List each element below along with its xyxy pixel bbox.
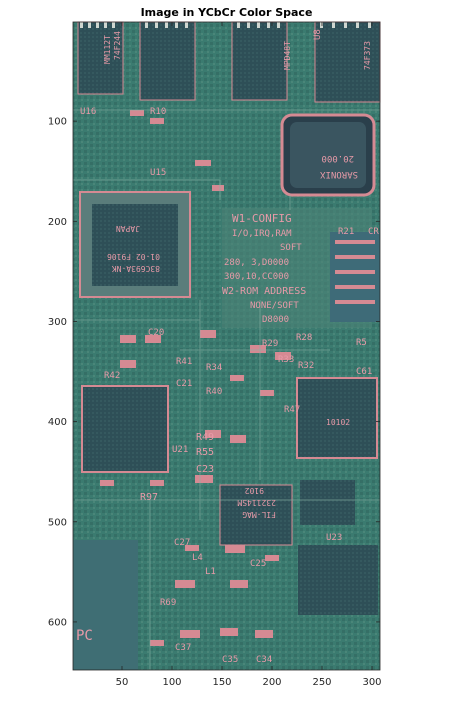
marking-232114sm: 232114SM bbox=[237, 498, 276, 507]
marking-io-irq-ram: I/O,IRQ,RAM bbox=[232, 229, 292, 239]
marking-c20: C20 bbox=[148, 328, 164, 338]
marking-c27: C27 bbox=[174, 538, 190, 548]
marking-r97: R97 bbox=[140, 492, 158, 503]
marking-r28: R28 bbox=[296, 333, 312, 343]
marking-pc: PC bbox=[76, 628, 93, 644]
axes-box bbox=[72, 21, 381, 671]
marking-r42: R42 bbox=[104, 371, 120, 381]
marking-r40: R40 bbox=[206, 387, 222, 397]
marking-u21: U21 bbox=[172, 445, 188, 455]
marking-r32: R32 bbox=[298, 361, 314, 371]
marking-u16: U16 bbox=[80, 107, 96, 117]
marking-74f244: 74F244 bbox=[113, 31, 122, 60]
marking-r69: R69 bbox=[160, 598, 176, 608]
marking-r21: R21 bbox=[338, 227, 354, 237]
x-tick-label: 50 bbox=[116, 677, 129, 688]
marking-74f373: 74F373 bbox=[363, 41, 372, 70]
marking-fil-mag: FIL-MAG bbox=[242, 510, 276, 519]
marking-u8: U8 bbox=[313, 29, 323, 40]
x-axis: 50 100 150 200 250 300 bbox=[116, 22, 382, 688]
x-tick-label: 250 bbox=[312, 677, 331, 688]
x-tick-label: 300 bbox=[362, 677, 381, 688]
y-tick-label: 600 bbox=[48, 617, 67, 628]
marking-u23: U23 bbox=[326, 533, 342, 543]
marking-r34: R34 bbox=[206, 363, 222, 373]
marking-r33: R33 bbox=[278, 355, 294, 365]
marking-r47: R47 bbox=[284, 405, 300, 415]
marking-r41: R41 bbox=[176, 357, 192, 367]
y-tick-label: 400 bbox=[48, 417, 67, 428]
marking-c37: C37 bbox=[175, 643, 191, 653]
marking-d8000: D8000 bbox=[262, 315, 289, 325]
marking-r49: R49 bbox=[196, 432, 214, 443]
marking-r10: R10 bbox=[150, 107, 166, 117]
marking-9102: 9102 bbox=[245, 486, 264, 495]
marking-c21: C21 bbox=[176, 379, 192, 389]
marking-r29: R29 bbox=[262, 339, 278, 349]
marking-83c693a: 83C693A-NK bbox=[112, 264, 160, 273]
marking-l1: L1 bbox=[205, 567, 216, 577]
ycbcr-image: W1-CONFIG I/O,IRQ,RAM SOFT 280, 3,D0000 … bbox=[73, 21, 381, 670]
marking-300: 300,10,CC000 bbox=[224, 272, 289, 282]
marking-u15: U15 bbox=[150, 168, 166, 178]
marking-c61: C61 bbox=[356, 367, 372, 377]
y-axis: 100 200 300 400 500 600 bbox=[48, 117, 380, 628]
y-tick-label: 200 bbox=[48, 217, 67, 228]
y-tick-label: 300 bbox=[48, 317, 67, 328]
marking-cr: CR bbox=[368, 227, 379, 237]
marking-c34: C34 bbox=[256, 655, 272, 665]
qfp-chip bbox=[79, 191, 191, 298]
marking-saronix: SARONIX bbox=[319, 169, 358, 179]
marking-r5: R5 bbox=[356, 338, 367, 348]
marking-f9106: 01-02 F9106 bbox=[107, 252, 160, 261]
x-tick-label: 200 bbox=[262, 677, 281, 688]
marking-c23: C23 bbox=[196, 464, 214, 475]
pcb-traces bbox=[73, 109, 380, 670]
x-tick-label: 100 bbox=[162, 677, 181, 688]
figure-title: Image in YCbCr Color Space bbox=[140, 6, 313, 19]
x-tick-label: 150 bbox=[212, 677, 231, 688]
marking-r55: R55 bbox=[196, 447, 214, 458]
marking-soft: SOFT bbox=[280, 243, 302, 253]
marking-none-soft: NONE/SOFT bbox=[250, 301, 299, 311]
marking-japan: JAPAN bbox=[116, 224, 140, 233]
marking-mm112t: MM112T bbox=[103, 35, 112, 64]
top-chips bbox=[77, 21, 381, 103]
marking-280: 280, 3,D0000 bbox=[224, 258, 289, 268]
y-tick-label: 100 bbox=[48, 117, 67, 128]
marking-c35: C35 bbox=[222, 655, 238, 665]
marking-10102: 10102 bbox=[326, 418, 350, 427]
marking-c25: C25 bbox=[250, 559, 266, 569]
smd-pads bbox=[100, 110, 291, 646]
marking-mpd48t: MPD48T bbox=[283, 41, 292, 70]
marking-20000: 20.000 bbox=[321, 153, 354, 163]
pcb-markings: W1-CONFIG I/O,IRQ,RAM SOFT 280, 3,D0000 … bbox=[76, 29, 379, 665]
marking-w1-config: W1-CONFIG bbox=[232, 212, 292, 225]
marking-w2-rom: W2-ROM ADDRESS bbox=[222, 286, 306, 297]
marking-l4: L4 bbox=[192, 553, 203, 563]
y-tick-label: 500 bbox=[48, 517, 67, 528]
